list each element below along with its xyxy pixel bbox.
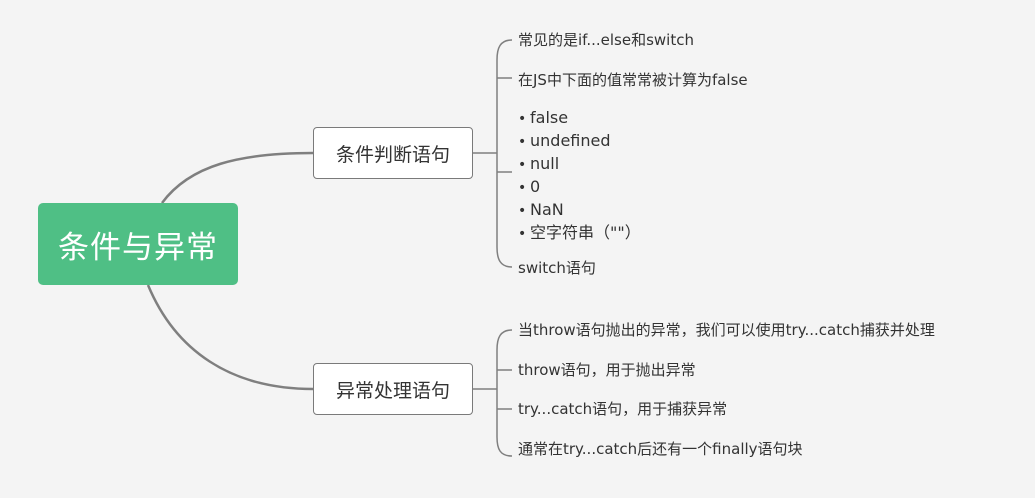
branch-condition-statements[interactable]: 条件判断语句 (313, 127, 473, 179)
connector-exception-bracket (496, 329, 513, 457)
connector-condition-bracket (496, 39, 513, 268)
list-item: NaN (518, 199, 641, 222)
leaf-finally-block[interactable]: 通常在try...catch后还有一个finally语句块 (518, 440, 803, 458)
connector-root-to-exception (146, 284, 314, 391)
root-topic-node[interactable]: 条件与异常 (38, 203, 238, 285)
leaf-if-else-switch[interactable]: 常见的是if...else和switch (518, 31, 694, 49)
list-item: 0 (518, 176, 641, 199)
list-item: 空字符串（""） (518, 222, 641, 245)
list-item: undefined (518, 130, 641, 153)
connector-root-to-condition (160, 151, 314, 204)
leaf-falsy-values-intro[interactable]: 在JS中下面的值常常被计算为false (518, 71, 748, 89)
branch-exception-handling[interactable]: 异常处理语句 (313, 363, 473, 415)
leaf-switch-statement[interactable]: switch语句 (518, 259, 596, 277)
list-item: false (518, 107, 641, 130)
leaf-throw-catch-intro[interactable]: 当throw语句抛出的异常，我们可以使用try...catch捕获并处理 (518, 321, 935, 339)
list-item: null (518, 153, 641, 176)
leaf-try-catch-statement[interactable]: try...catch语句，用于捕获异常 (518, 400, 728, 418)
leaf-throw-statement[interactable]: throw语句，用于抛出异常 (518, 361, 696, 379)
falsy-values-list[interactable]: false undefined null 0 NaN 空字符串（""） (518, 107, 641, 245)
